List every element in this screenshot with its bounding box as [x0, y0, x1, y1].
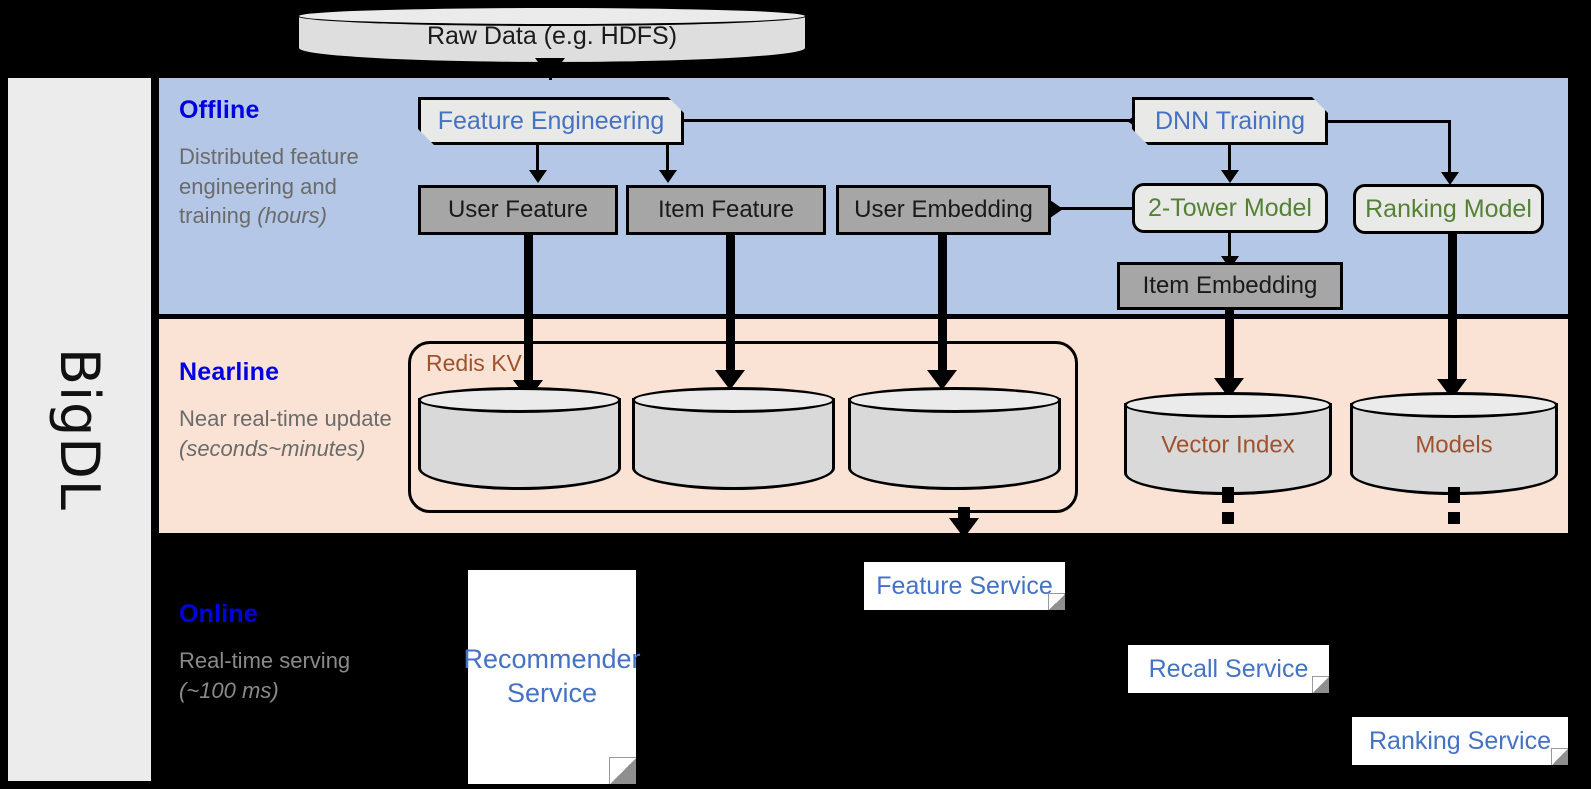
feature-engineering-node[interactable]: Feature Engineering [418, 97, 684, 145]
raw-data-store: Raw Data (e.g. HDFS) [297, 6, 807, 64]
two-tower-model-label: 2-Tower Model [1148, 193, 1312, 222]
arrow-fe-to-userfeature-head [529, 170, 547, 183]
nearline-title: Nearline [179, 358, 280, 386]
arrow-fe-to-itemfeature-head [659, 170, 677, 183]
arrow-userembedding-to-redis3-line [938, 235, 947, 377]
arrow-fe-to-dnn-line [684, 119, 1139, 122]
redis-cylinder-1[interactable] [418, 387, 621, 490]
models-cylinder-body [1350, 403, 1558, 495]
arrow-fe-to-userfeature-line [536, 145, 539, 172]
online-subtitle-text: Real-time serving [179, 648, 351, 673]
feature-engineering-label: Feature Engineering [437, 106, 665, 135]
user-embedding-store[interactable]: User Embedding [836, 185, 1051, 235]
raw-data-label: Raw Data (e.g. HDFS) [426, 21, 678, 50]
recommender-service-label: Recommender Service [463, 644, 641, 708]
item-feature-store[interactable]: Item Feature [626, 185, 826, 235]
models-label: Models [1415, 430, 1493, 458]
feature-service-node[interactable]: Feature Service [864, 562, 1065, 610]
nearline-subtitle-text: Near real-time update [179, 406, 392, 431]
redis-kv-label: Redis KV [426, 350, 522, 376]
dnn-training-node[interactable]: DNN Training [1132, 97, 1328, 145]
recall-service-node[interactable]: Recall Service [1128, 645, 1329, 693]
redis-cylinder-3-body [848, 398, 1061, 490]
arrow-vectorindex-stub-2 [1222, 512, 1234, 524]
redis-cylinder-2-body [632, 398, 835, 490]
arrow-dnn-to-ranking-head [1441, 172, 1459, 185]
bigdl-side-panel: BigDL [8, 78, 151, 781]
two-tower-model-node[interactable]: 2-Tower Model [1132, 183, 1328, 233]
offline-subtitle-text: Distributed feature engineering and trai… [179, 144, 359, 229]
models-store[interactable]: Models [1350, 392, 1558, 495]
ranking-model-label: Ranking Model [1365, 194, 1532, 223]
user-feature-store[interactable]: User Feature [418, 185, 618, 235]
page-fold-icon [609, 757, 636, 784]
arrow-rankingmodel-to-models-line [1448, 234, 1457, 386]
arrow-rawdata-to-fe-head [535, 58, 565, 78]
raw-data-cylinder-top [297, 6, 807, 26]
online-subtitle: Real-time serving (~100 ms) [179, 646, 389, 705]
arrow-dnn-to-ranking-h [1328, 120, 1451, 123]
recommender-service-node[interactable]: Recommender Service [463, 570, 641, 784]
redis-cylinder-1-top [418, 387, 621, 413]
arrow-redis-to-featureservice-head [949, 518, 979, 538]
redis-cylinder-1-body [418, 398, 621, 490]
models-cylinder-top [1350, 392, 1558, 418]
nearline-subtitle-italic: (seconds~minutes) [179, 435, 366, 461]
dnn-training-label: DNN Training [1154, 106, 1306, 135]
recall-service-label: Recall Service [1148, 654, 1309, 683]
online-title: Online [179, 600, 258, 628]
offline-title: Offline [179, 96, 260, 124]
arrow-itemembedding-to-vectorindex-line [1225, 310, 1234, 385]
arrow-userembedding-to-redis3-head [927, 370, 957, 390]
offline-subtitle: Distributed feature engineering and trai… [179, 142, 389, 231]
arrow-userfeature-to-redis1-line [524, 235, 533, 387]
page-fold-icon [1551, 748, 1568, 765]
user-feature-label: User Feature [447, 196, 589, 223]
arrow-twotower-to-userembedding-line [1055, 207, 1133, 210]
vector-index-label: Vector Index [1161, 430, 1295, 458]
arrow-fe-to-itemfeature-line [666, 145, 669, 172]
arrow-itemfeature-to-redis2-head [715, 370, 745, 390]
arrow-models-stub-2 [1448, 512, 1460, 524]
online-subtitle-italic: (~100 ms) [179, 677, 279, 703]
ranking-service-node[interactable]: Ranking Service [1352, 717, 1568, 765]
ranking-model-node[interactable]: Ranking Model [1353, 184, 1544, 234]
ranking-service-label: Ranking Service [1368, 726, 1552, 755]
arrow-vectorindex-stub-1 [1222, 487, 1234, 503]
redis-cylinder-3[interactable] [848, 387, 1061, 490]
redis-cylinder-2[interactable] [632, 387, 835, 490]
arrow-dnn-to-twotower-line [1228, 145, 1231, 173]
vector-index-store[interactable]: Vector Index [1124, 392, 1332, 495]
bigdl-label: BigDL [48, 348, 111, 511]
arrow-twotower-to-itemembedding-line [1228, 233, 1231, 261]
arrow-dnn-to-ranking-v [1448, 120, 1451, 178]
user-embedding-label: User Embedding [854, 196, 1033, 223]
feature-service-label: Feature Service [876, 571, 1053, 600]
item-embedding-label: Item Embedding [1142, 272, 1318, 299]
page-fold-icon [1312, 676, 1329, 693]
redis-cylinder-3-top [848, 387, 1061, 413]
arrow-dnn-to-twotower-head [1221, 170, 1239, 183]
nearline-subtitle: Near real-time update (seconds~minutes) [179, 404, 409, 463]
redis-kv-container [408, 341, 1078, 513]
offline-subtitle-italic: (hours) [257, 203, 327, 229]
vector-index-cylinder-top [1124, 392, 1332, 418]
page-fold-icon [1048, 593, 1065, 610]
arrow-twotower-to-userembedding-head [1050, 200, 1063, 218]
redis-cylinder-2-top [632, 387, 835, 413]
item-feature-label: Item Feature [657, 196, 795, 223]
arrow-itemfeature-to-redis2-line [726, 235, 735, 377]
online-band [159, 538, 1568, 789]
item-embedding-store[interactable]: Item Embedding [1117, 262, 1343, 310]
arrow-models-stub-1 [1448, 487, 1460, 503]
